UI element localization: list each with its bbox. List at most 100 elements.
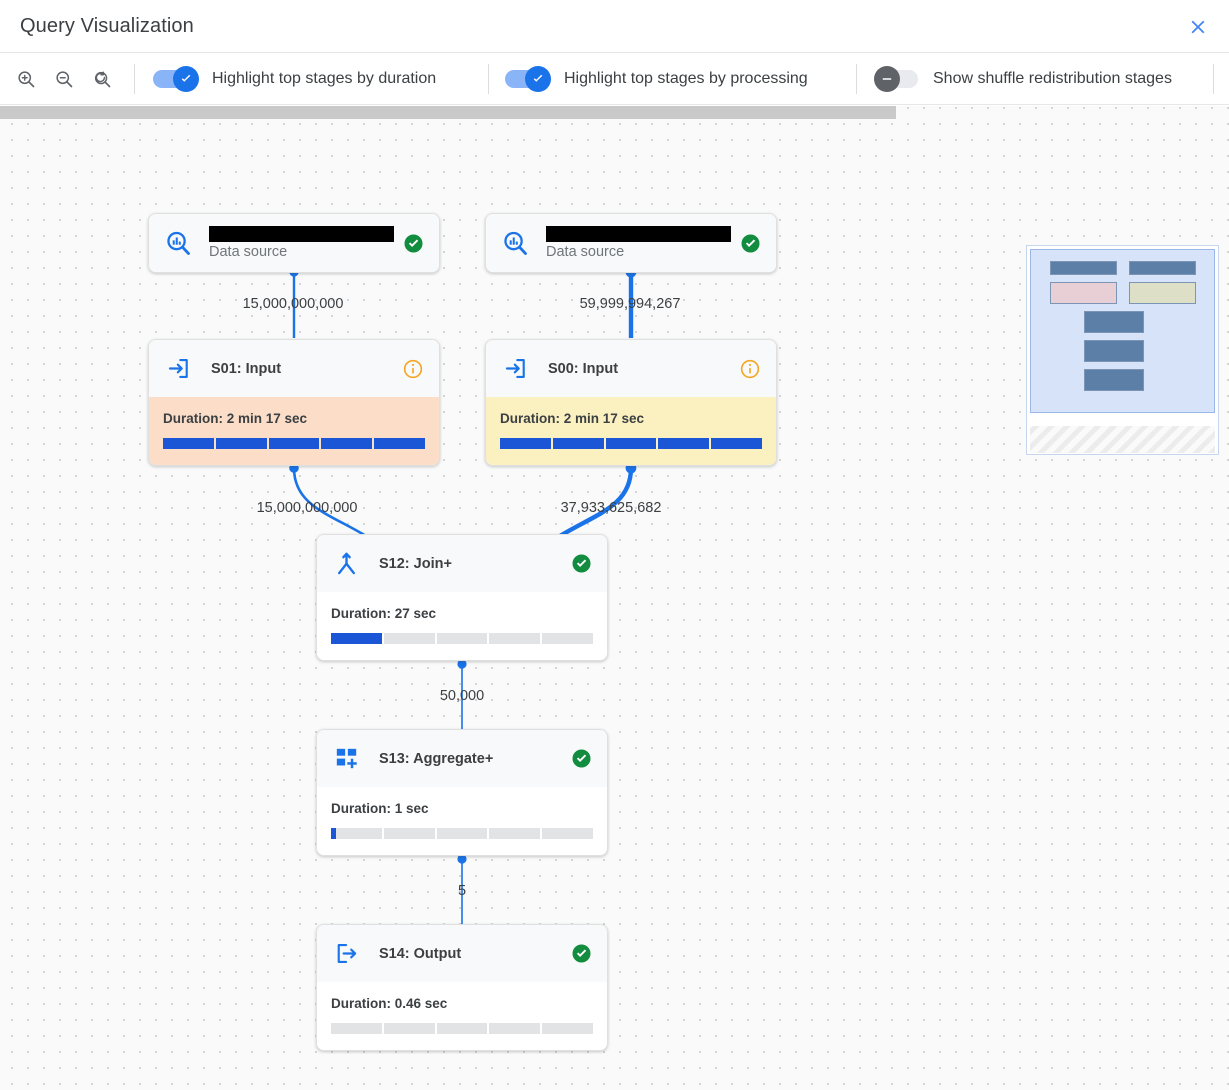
duration-label: Duration: 1 sec bbox=[331, 801, 429, 816]
minimap-node bbox=[1084, 369, 1144, 391]
node-stage-s00[interactable]: S00: Input Duration: 2 min 17 sec bbox=[485, 339, 777, 466]
toggle-highlight-processing-label: Highlight top stages by processing bbox=[564, 70, 808, 87]
minimap-node bbox=[1129, 261, 1196, 275]
toggle-show-shuffle[interactable]: Show shuffle redistribution stages bbox=[874, 53, 1172, 105]
output-arrow-icon bbox=[331, 940, 361, 967]
node-stage-s14[interactable]: S14: Output Duration: 0.46 sec bbox=[316, 924, 608, 1051]
node-stage-s13[interactable]: S13: Aggregate+ Duration: 1 sec bbox=[316, 729, 608, 856]
toggle-show-shuffle-label: Show shuffle redistribution stages bbox=[933, 70, 1172, 87]
duration-progress-bar bbox=[331, 633, 593, 644]
node-stage-s12[interactable]: S12: Join+ Duration: 27 sec bbox=[316, 534, 608, 661]
progress-segments bbox=[331, 1023, 593, 1034]
node-stage-s01[interactable]: S01: Input Duration: 2 min 17 sec bbox=[148, 339, 440, 466]
zoom-controls bbox=[12, 53, 130, 105]
node-title: S01: Input bbox=[211, 360, 282, 377]
edge-label: 50,000 bbox=[439, 688, 485, 704]
node-body: Duration: 2 min 17 sec bbox=[486, 397, 776, 465]
check-circle-icon bbox=[568, 552, 594, 575]
minimap-node bbox=[1084, 311, 1144, 333]
progress-segments bbox=[331, 633, 593, 644]
check-circle-icon bbox=[568, 942, 594, 965]
zoom-out-button[interactable] bbox=[50, 65, 78, 93]
check-circle-icon bbox=[568, 747, 594, 770]
node-text-wrap: Data source bbox=[209, 225, 400, 261]
redacted-title-bar bbox=[546, 225, 731, 242]
input-arrow-icon bbox=[163, 355, 193, 382]
duration-label: Duration: 2 min 17 sec bbox=[500, 411, 645, 426]
input-arrow-icon bbox=[500, 355, 530, 382]
toggle-highlight-processing-switch[interactable] bbox=[505, 66, 551, 92]
progress-segments bbox=[500, 438, 762, 449]
zoom-reset-button[interactable] bbox=[88, 65, 116, 93]
toolbar-divider-4 bbox=[1213, 64, 1214, 94]
info-icon[interactable] bbox=[400, 358, 426, 380]
minimap-node bbox=[1050, 261, 1117, 275]
zoom-reset-icon bbox=[92, 69, 113, 90]
edge-label: 37,933,625,682 bbox=[560, 500, 662, 516]
node-subtitle: Data source bbox=[546, 243, 625, 260]
horizontal-scrollbar[interactable] bbox=[0, 106, 896, 119]
duration-label: Duration: 0.46 sec bbox=[331, 996, 448, 1011]
duration-progress-bar bbox=[331, 828, 593, 839]
node-body: Duration: 27 sec bbox=[317, 592, 607, 660]
minus-icon bbox=[879, 71, 895, 87]
toggle-highlight-duration[interactable]: Highlight top stages by duration bbox=[153, 53, 436, 105]
zoom-in-button[interactable] bbox=[12, 65, 40, 93]
data-source-search-icon bbox=[500, 229, 530, 258]
minimap-offscreen-area bbox=[1030, 426, 1215, 453]
graph-minimap[interactable] bbox=[1026, 245, 1219, 455]
edge-label: 15,000,000,000 bbox=[242, 296, 344, 312]
edge-label: 59,999,994,267 bbox=[579, 296, 681, 312]
node-data-source-right[interactable]: Data source bbox=[485, 213, 777, 273]
dialog-header: Query Visualization bbox=[0, 0, 1229, 53]
info-icon[interactable] bbox=[737, 358, 763, 380]
toolbar: Highlight top stages by duration Highlig… bbox=[0, 53, 1229, 105]
duration-progress-bar bbox=[331, 1023, 593, 1034]
node-title: S00: Input bbox=[548, 360, 619, 377]
minimap-viewport[interactable] bbox=[1030, 249, 1215, 413]
node-header: S14: Output bbox=[317, 925, 607, 982]
check-circle-icon bbox=[400, 232, 426, 255]
minimap-node bbox=[1084, 340, 1144, 362]
node-header: S00: Input bbox=[486, 340, 776, 397]
node-header: Data source bbox=[486, 214, 776, 272]
aggregate-grid-plus-icon bbox=[331, 745, 361, 772]
page-title: Query Visualization bbox=[20, 15, 194, 37]
switch-knob bbox=[173, 66, 199, 92]
node-data-source-left[interactable]: Data source bbox=[148, 213, 440, 273]
edge-label: 15,000,000,000 bbox=[256, 500, 358, 516]
node-header: S01: Input bbox=[149, 340, 439, 397]
progress-segments bbox=[331, 828, 593, 839]
node-body: Duration: 0.46 sec bbox=[317, 982, 607, 1050]
toggle-show-shuffle-switch[interactable] bbox=[874, 66, 920, 92]
zoom-out-icon bbox=[54, 69, 75, 90]
node-header: S12: Join+ bbox=[317, 535, 607, 592]
toggle-highlight-duration-switch[interactable] bbox=[153, 66, 199, 92]
progress-fill bbox=[331, 828, 337, 839]
graph-canvas[interactable]: 15,000,000,000 59,999,994,267 15,000,000… bbox=[0, 106, 1229, 1090]
progress-segments bbox=[163, 438, 425, 449]
switch-knob bbox=[874, 66, 900, 92]
minimap-node bbox=[1050, 282, 1117, 304]
check-circle-icon bbox=[737, 232, 763, 255]
node-title: S12: Join+ bbox=[379, 555, 452, 572]
node-body: Duration: 2 min 17 sec bbox=[149, 397, 439, 465]
toolbar-divider-2 bbox=[488, 64, 489, 94]
switch-knob bbox=[525, 66, 551, 92]
node-text-wrap: Data source bbox=[546, 225, 737, 261]
toggle-highlight-processing[interactable]: Highlight top stages by processing bbox=[505, 53, 808, 105]
close-button[interactable] bbox=[1181, 10, 1215, 44]
close-icon bbox=[1187, 16, 1209, 38]
progress-fill bbox=[163, 438, 425, 449]
join-merge-icon bbox=[331, 550, 361, 577]
zoom-in-icon bbox=[16, 69, 37, 90]
progress-fill bbox=[500, 438, 762, 449]
toolbar-divider-1 bbox=[134, 64, 135, 94]
progress-fill bbox=[331, 633, 384, 644]
toggle-highlight-duration-label: Highlight top stages by duration bbox=[212, 70, 437, 87]
node-subtitle: Data source bbox=[209, 243, 288, 260]
data-source-search-icon bbox=[163, 229, 193, 258]
node-body: Duration: 1 sec bbox=[317, 787, 607, 855]
minimap-node bbox=[1129, 282, 1196, 304]
node-header: S13: Aggregate+ bbox=[317, 730, 607, 787]
